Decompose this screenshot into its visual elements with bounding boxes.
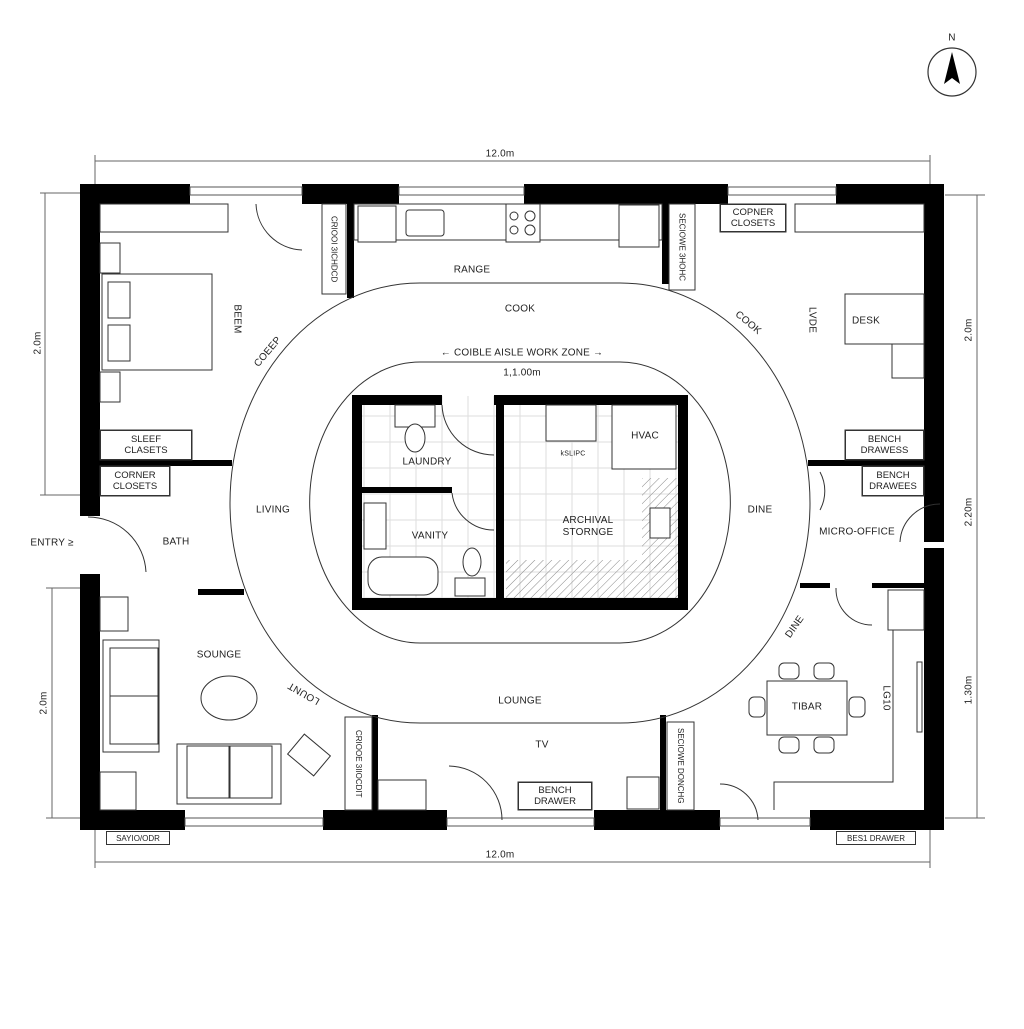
- room-label-sounge: SOUNGE: [196, 649, 242, 661]
- sleep-closets: SLEEF CLASETS: [100, 430, 192, 460]
- room-label-hvac: HVAC: [631, 430, 659, 442]
- living-furniture: [87, 516, 427, 811]
- room-label-bath: BATH: [162, 536, 190, 548]
- room-label-lounge: LOUNGE: [498, 695, 542, 707]
- dimension-lines: [40, 155, 985, 868]
- closet-vertical-1: CRIOOI 3ICHDCD: [329, 215, 339, 283]
- arrow-left-icon: ←: [440, 347, 454, 359]
- room-label-lg10: LG10: [880, 685, 892, 711]
- best-drawer-label: BES1 DRAWER: [836, 831, 916, 845]
- corner-closets-left: CORNER CLOSETS: [100, 466, 170, 496]
- north-arrow-icon: [927, 47, 977, 97]
- entry-label: ENTRY ≥: [30, 537, 74, 549]
- dimension-right-middle: 2.20m: [963, 497, 975, 527]
- room-label-archival-storage: ARCHIVAL STORNGE: [562, 515, 614, 538]
- bench-drawers-right-lower: BENCH DRAWEES: [862, 466, 924, 496]
- saydoor-label: SAYIO/ODR: [106, 831, 170, 845]
- room-label-vanity: VANITY: [411, 530, 449, 542]
- exterior-walls: [80, 184, 944, 830]
- room-label-dine: DINE: [747, 504, 773, 516]
- room-label-micro-office: MICRO-OFFICE: [819, 526, 895, 538]
- dining-furniture: [748, 587, 925, 810]
- kitchen-counter: [353, 203, 663, 248]
- room-label-tv: TV: [535, 739, 549, 751]
- compass-label: N: [948, 32, 956, 44]
- dimension-bottom: 12.0m: [485, 849, 515, 861]
- closet-vertical-3: CRIOOE 3IIOCDIT: [354, 729, 363, 798]
- bench-drawer-bottom: BENCH DRAWER: [518, 782, 592, 810]
- dimension-top: 12.0m: [485, 148, 515, 160]
- tv-room-furniture: [448, 721, 759, 821]
- aisle-label: ← COIBLE AISLE WORK ZONE →: [440, 347, 604, 359]
- interior-walls: [100, 204, 924, 810]
- room-label-living: LIVING: [256, 504, 290, 516]
- arrow-right-icon: →: [590, 347, 604, 359]
- room-label-cook: COOK: [504, 303, 536, 315]
- corner-closets-top: COPNER CLOSETS: [720, 204, 786, 232]
- room-label-laundry: LAUNDRY: [402, 456, 452, 468]
- room-label-lvde: LVDE: [806, 306, 818, 334]
- closet-vertical-4: SECIOWE DONCHG: [676, 728, 685, 804]
- bench-drawers-right-upper: BENCH DRAWESS: [845, 430, 924, 460]
- windows: [184, 186, 837, 827]
- dimension-left-lower: 2.0m: [38, 691, 50, 715]
- aisle-width-dimension: 1,1.00m: [503, 367, 541, 379]
- bedroom-furniture: [99, 203, 347, 497]
- dimension-right-lower: 1.30m: [963, 675, 975, 705]
- service-core: [352, 395, 688, 610]
- room-label-desk: DESK: [851, 315, 881, 327]
- dimension-left-upper: 2.0m: [32, 331, 44, 355]
- room-label-beem: BEEM: [231, 304, 243, 334]
- entry-arrow-icon: ≥: [67, 537, 74, 549]
- room-label-range: RANGE: [453, 264, 491, 276]
- room-label-kslipc: kSLIPC: [560, 450, 586, 458]
- closet-vertical-2: SECIOWE 3HOHC: [677, 212, 687, 281]
- dimension-right-upper: 2.0m: [963, 318, 975, 342]
- aisle-track: [229, 282, 811, 724]
- table-label: TIBAR: [791, 701, 823, 713]
